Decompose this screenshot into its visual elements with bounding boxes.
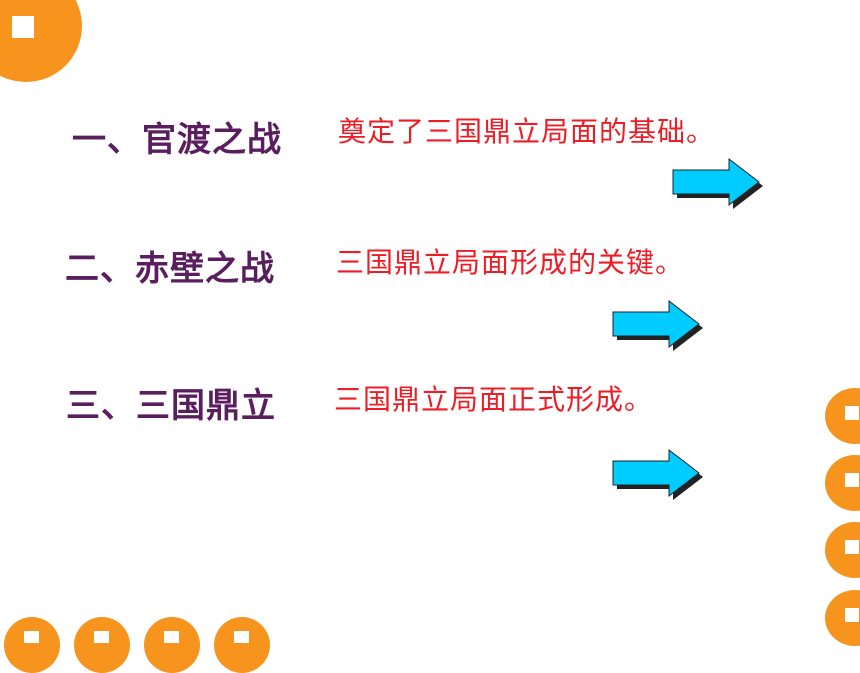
item-1-description: 奠定了三国鼎立局面的基础。 xyxy=(338,115,716,148)
item-2-heading: 二、赤壁之战 xyxy=(65,249,275,289)
item-3-heading: 三、三国鼎立 xyxy=(66,386,276,426)
corner-coin-decoration xyxy=(0,0,82,82)
bottom-coin-decoration-2 xyxy=(74,617,130,673)
side-coin-decoration-3 xyxy=(825,522,860,578)
side-coin-decoration-1 xyxy=(825,388,860,444)
item-3-description: 三国鼎立局面正式形成。 xyxy=(334,383,654,416)
side-coin-decoration-2 xyxy=(825,455,860,511)
bottom-coin-decoration-4 xyxy=(214,617,270,673)
side-coin-decoration-4 xyxy=(825,590,860,646)
item-1-heading: 一、官渡之战 xyxy=(72,120,282,160)
item-2-arrow-icon[interactable] xyxy=(611,300,707,354)
bottom-coin-decoration-1 xyxy=(4,617,60,673)
item-3-arrow-icon[interactable] xyxy=(611,449,707,503)
item-1-arrow-icon[interactable] xyxy=(671,158,767,212)
item-2-description: 三国鼎立局面形成的关键。 xyxy=(336,246,685,279)
bottom-coin-decoration-3 xyxy=(144,617,200,673)
